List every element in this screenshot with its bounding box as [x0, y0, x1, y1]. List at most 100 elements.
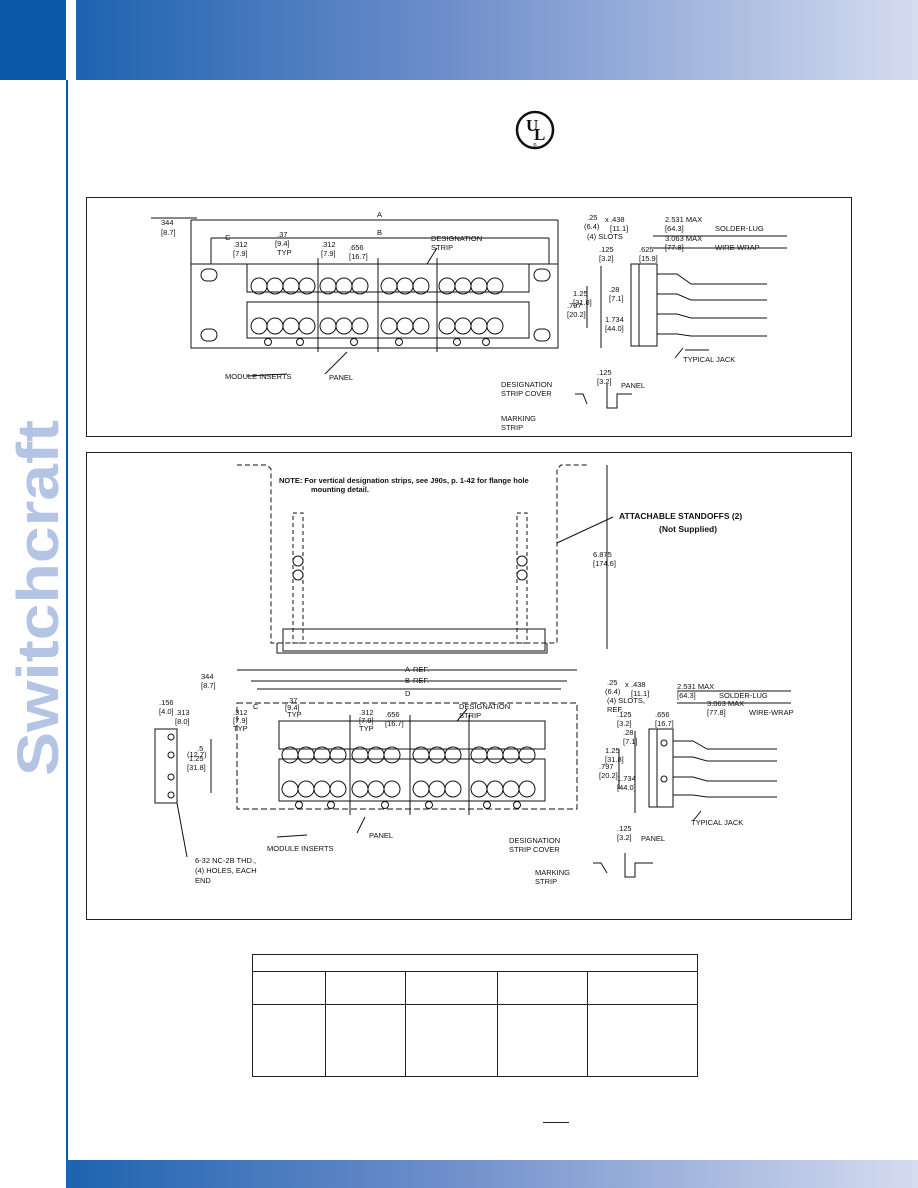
dim-typ-3: TYP: [359, 724, 374, 733]
dim-solder-mm: [64.3]: [677, 691, 696, 700]
dim-c: C: [253, 702, 259, 711]
dim-slot-x: x: [605, 215, 609, 224]
dim-656: .656: [385, 710, 400, 719]
ul-listed-icon: U L ®: [515, 110, 555, 150]
dim-312b-mm: [7.9]: [321, 249, 336, 258]
dim-344-mm: [8.7]: [201, 681, 216, 690]
dim-625-mm: [15.9]: [639, 254, 658, 263]
header-blue-tab: [0, 0, 66, 80]
label-strip: STRIP: [431, 243, 453, 252]
dim-side-5-mm: (12.7): [187, 750, 207, 759]
label-designation: DESIGNATION: [431, 234, 482, 243]
dim-solder-max: 2.531 MAX: [665, 215, 702, 224]
dim-312: .312: [233, 708, 248, 717]
dim-slots: (4) SLOTS,: [607, 696, 645, 705]
dim-6875: 6.875: [593, 550, 612, 559]
dim-1734: 1.734: [605, 315, 624, 324]
dim-typ: TYP: [277, 248, 292, 257]
label-ds-cover-2: STRIP COVER: [509, 845, 560, 854]
dim-slot-438-mm: [11.1]: [631, 689, 649, 698]
dim-1734: 1.734: [617, 774, 636, 783]
dim-1-25-mm: [31.8]: [605, 755, 624, 764]
dim-solder-mm: [64.3]: [665, 224, 684, 233]
dim-37: .37: [277, 230, 287, 239]
dim-slot-25-mm: (6.4): [584, 222, 600, 231]
svg-text:L: L: [534, 125, 545, 144]
dim-wire-label: WIRE-WRAP: [715, 243, 760, 252]
label-designation: DESIGNATION: [459, 702, 510, 711]
dim-solder-max: 2.531 MAX: [677, 682, 714, 691]
label-marking-1: MARKING: [535, 868, 570, 877]
dim-slot-25: .25: [607, 678, 617, 687]
dim-b: B: [405, 676, 410, 685]
dim-1-25: 1.25: [573, 289, 588, 298]
brand-logo-vertical: Switchcraft: [6, 420, 64, 776]
dim-125c-mm: [3.2]: [597, 377, 612, 386]
label-thd-2: (4) HOLES, EACH: [195, 866, 257, 875]
dim-1-25-mm: [31.8]: [573, 298, 592, 307]
dim-6875-mm: [174.6]: [593, 559, 616, 568]
dim-313-mm: [8.0]: [175, 717, 190, 726]
dim-b-ref: REF.: [413, 676, 429, 685]
dim-312b: .312: [359, 708, 374, 717]
dim-d: D: [405, 689, 411, 698]
label-typical-jack: TYPICAL JACK: [691, 818, 743, 827]
label-panel: PANEL: [329, 373, 353, 382]
svg-text:U: U: [526, 116, 538, 135]
footnote-rule: [543, 1122, 569, 1123]
dim-37: .37: [287, 696, 297, 705]
dim-28-mm: [7.1]: [609, 294, 624, 303]
dim-797: .797: [599, 762, 614, 771]
dim-125: .125: [617, 710, 632, 719]
dim-344: 344: [201, 672, 214, 681]
dim-wire-max: 3.063 MAX: [707, 699, 744, 708]
dim-125: .125: [599, 245, 614, 254]
dim-1734-mm: [44.0]: [605, 324, 624, 333]
dim-797-mm: [20.2]: [599, 771, 618, 780]
dim-125-mm: [3.2]: [599, 254, 614, 263]
dim-a-ref: REF.: [413, 665, 429, 674]
table-rule: [253, 1004, 697, 1005]
dim-wire-mm: [77.8]: [665, 243, 684, 252]
dim-625: .625: [639, 245, 654, 254]
dim-slots: (4) SLOTS: [587, 232, 623, 241]
dim-312b-mm: [7.9]: [359, 716, 374, 725]
dim-28-mm: [7.1]: [623, 737, 638, 746]
dim-wire-label: WIRE-WRAP: [749, 708, 794, 717]
svg-text:®: ®: [533, 142, 537, 149]
table-column-rule: [497, 971, 498, 1076]
dim-side-1-25: 1.25: [189, 754, 204, 763]
dim-37-mm: [9.4]: [285, 703, 300, 712]
dim-312-mm: [7.9]: [233, 249, 248, 258]
brand-logo-text: Switchcraft: [6, 420, 64, 776]
spec-table: [252, 954, 698, 1077]
dim-slot-25-mm: (6.4): [605, 687, 621, 696]
drawing-top-panel: 344 [8.7] A B C .37 [9.4] TYP .312 [7.9]…: [86, 197, 852, 437]
label-typical-jack: TYPICAL JACK: [683, 355, 735, 364]
label-ds-cover-2: STRIP COVER: [501, 389, 552, 398]
dim-797: .797: [567, 301, 582, 310]
left-margin-rule: [66, 80, 68, 1160]
dim-a: A: [377, 210, 382, 219]
drawing-bottom-panel: NOTE: For vertical designation strips, s…: [86, 452, 852, 920]
dim-slot-438: .438: [610, 215, 625, 224]
table-column-rule: [325, 971, 326, 1076]
dim-312b: .312: [321, 240, 336, 249]
dim-37-mm: [9.4]: [275, 239, 290, 248]
table-column-rule: [405, 971, 406, 1076]
label-not-supplied: (Not Supplied): [659, 524, 717, 534]
dim-slots-ref: REF.: [607, 705, 623, 714]
dim-slot-438: .438: [631, 680, 646, 689]
dim-156-mm: [4.0]: [159, 707, 174, 716]
dim-344: 344: [161, 218, 174, 227]
dim-slot-25: .25: [587, 213, 597, 222]
table-column-rule: [587, 971, 588, 1076]
label-ds-cover-1: DESIGNATION: [509, 836, 560, 845]
dim-344-mm: [8.7]: [161, 228, 176, 237]
label-marking-2: STRIP: [535, 877, 557, 886]
dim-1734-mm: [44.0]: [617, 783, 636, 792]
dim-656b: .656: [655, 710, 670, 719]
label-module-inserts: MODULE INSERTS: [267, 844, 334, 853]
dim-solder-label: SOLDER-LUG: [715, 224, 764, 233]
dim-656: .656: [349, 243, 364, 252]
